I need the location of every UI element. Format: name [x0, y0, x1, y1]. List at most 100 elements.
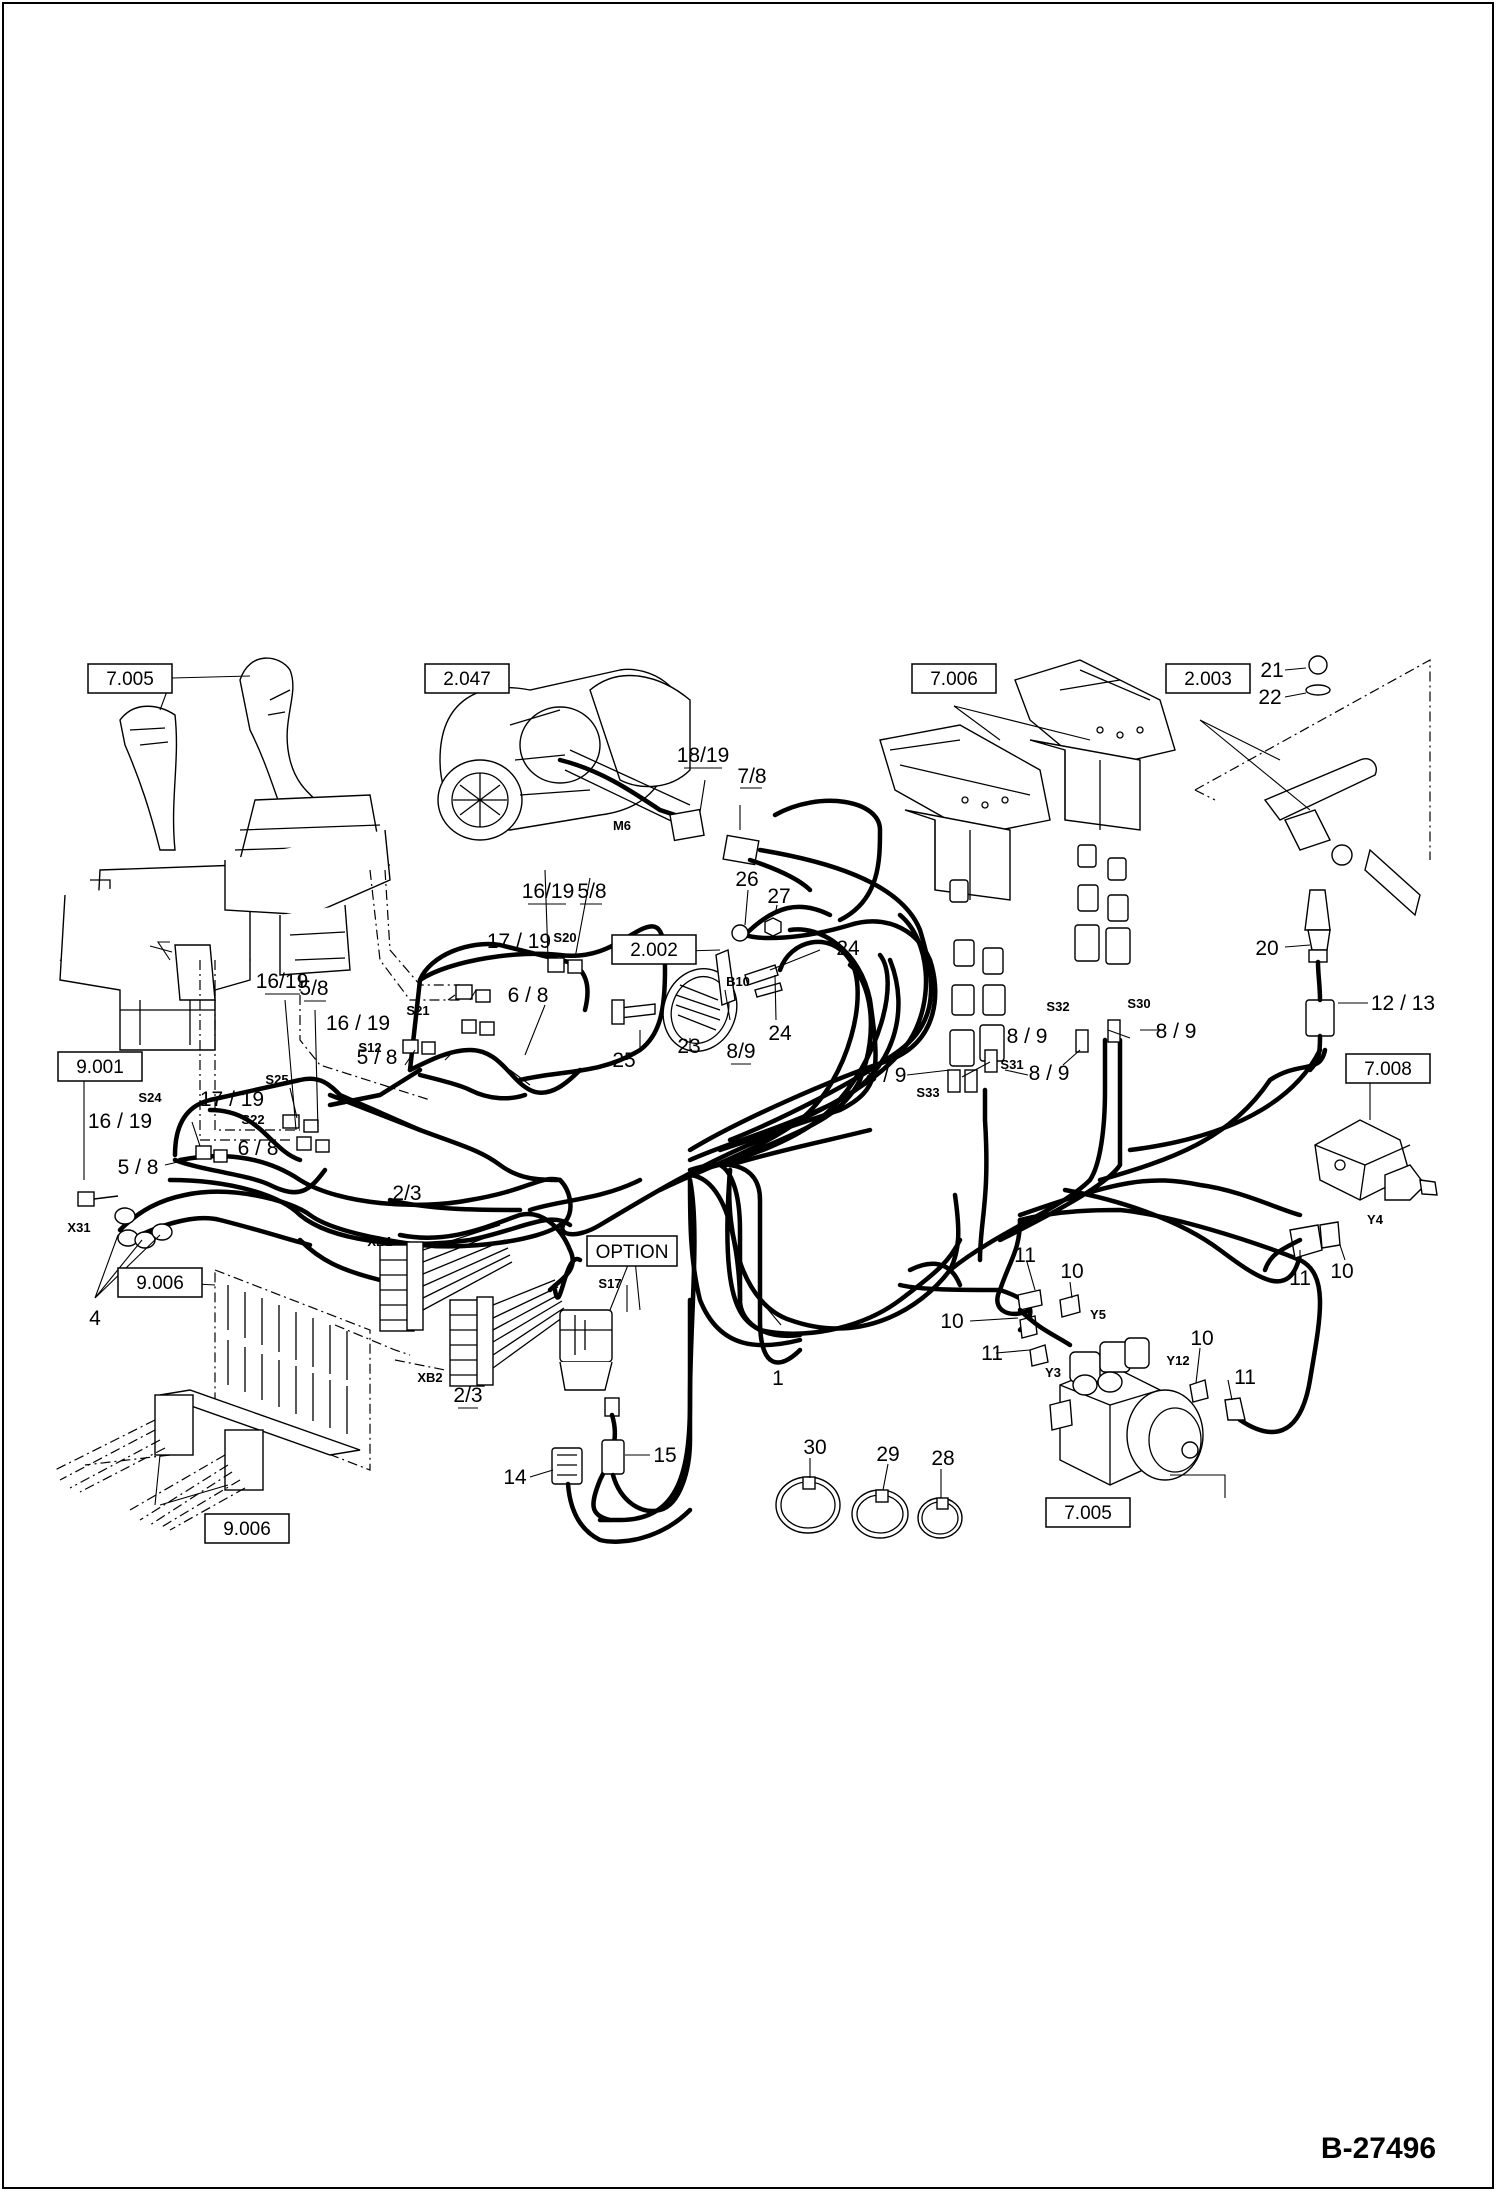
fraction-5-8-s12: 5 / 8 — [357, 1046, 398, 1069]
code-s32: S32 — [1046, 999, 1069, 1014]
leader-lines — [83, 667, 1371, 1506]
option-box: OPTION — [586, 1235, 678, 1267]
fraction-2-3-xb2: 2/3 — [453, 1384, 482, 1407]
code-s20: S20 — [553, 930, 576, 945]
label-27: 27 — [767, 885, 790, 908]
sensor-assembly — [1194, 655, 1431, 1073]
fuse-panel — [54, 1269, 371, 1531]
fraction-16-19-s20: 16/19 — [522, 880, 575, 903]
fraction-5-8-s20: 5/8 — [577, 880, 606, 903]
horn — [611, 917, 783, 1053]
svg-text:2.003: 2.003 — [1184, 669, 1232, 690]
code-m6: M6 — [613, 818, 631, 833]
fraction-16-19-s12: 16 / 19 — [326, 1012, 390, 1035]
svg-text:2.002: 2.002 — [630, 940, 678, 961]
label-24-b: 24 — [768, 1022, 792, 1045]
code-y5: Y5 — [1090, 1307, 1106, 1322]
ref-box-7008: 7.008 — [1345, 1053, 1431, 1084]
svg-text:OPTION: OPTION — [596, 1242, 669, 1263]
ground-terminals — [77, 1191, 173, 1249]
label-23: 23 — [677, 1035, 700, 1058]
code-x31: X31 — [67, 1220, 90, 1235]
wire-fraction-labels: 18/19 7/8 16/19 5/8 16/19 5/8 17 / 19 6 … — [88, 744, 1435, 1407]
code-b10: B10 — [726, 974, 750, 989]
code-y3: Y3 — [1045, 1365, 1061, 1380]
svg-text:18/19: 18/19 — [677, 744, 730, 767]
fraction-8-9-horn: 8/9 — [726, 1040, 755, 1063]
code-xb1: XB1 — [367, 1234, 392, 1249]
label-10-a: 10 — [1060, 1260, 1083, 1283]
fraction-5-8-s24: 5 / 8 — [118, 1156, 159, 1179]
svg-text:7.005: 7.005 — [106, 669, 154, 690]
label-29: 29 — [876, 1443, 899, 1466]
fraction-8-9-s33: 8 / 9 — [866, 1064, 907, 1087]
ref-box-9006-top: 9.006 — [117, 1267, 203, 1298]
label-25: 25 — [612, 1049, 635, 1072]
fraction-7-8: 7/8 — [737, 765, 766, 788]
ref-box-2047: 2.047 — [424, 663, 510, 694]
label-30: 30 — [803, 1436, 826, 1459]
fraction-8-9-s32: 8 / 9 — [1007, 1025, 1048, 1048]
drawing-reference: B-27496 — [1321, 2132, 1436, 2165]
blower-motor — [437, 668, 813, 893]
label-10-d: 10 — [1330, 1260, 1353, 1283]
label-15: 15 — [653, 1444, 676, 1467]
code-s17: S17 — [598, 1276, 621, 1291]
ref-box-2002: 2.002 — [611, 934, 697, 965]
code-s25: S25 — [265, 1072, 288, 1087]
pedal-assembly — [879, 659, 1176, 901]
fraction-8-9-s30: 8 / 9 — [1156, 1020, 1197, 1043]
connector-blocks — [334, 1224, 567, 1387]
center-harness-loops — [687, 798, 938, 1163]
svg-text:7.005: 7.005 — [1064, 1503, 1112, 1524]
joystick-left — [59, 705, 300, 1141]
code-s30: S30 — [1127, 996, 1150, 1011]
code-s12: S12 — [358, 1040, 381, 1055]
ref-box-7005-bottom: 7.005 — [1045, 1497, 1131, 1528]
fraction-6-8-s21: 6 / 8 — [508, 984, 549, 1007]
option-switch — [551, 1297, 693, 1544]
label-10-b: 10 — [940, 1310, 963, 1333]
fraction-bars — [265, 767, 762, 1409]
component-code-labels: M6 S20 S21 S12 S25 S22 S24 X31 XB1 XB2 S… — [67, 818, 1383, 1385]
svg-text:7/8: 7/8 — [737, 765, 766, 788]
cable-ties — [775, 1476, 963, 1539]
fraction-18-19: 18/19 — [677, 744, 730, 767]
ref-box-9006-bottom: 9.006 — [204, 1513, 290, 1544]
label-28: 28 — [931, 1447, 954, 1470]
svg-text:2.047: 2.047 — [443, 669, 491, 690]
label-14: 14 — [503, 1466, 527, 1489]
ref-box-2003: 2.003 — [1165, 663, 1251, 694]
label-20: 20 — [1255, 937, 1278, 960]
fraction-5-8-s25: 5/8 — [299, 977, 328, 1000]
code-y12: Y12 — [1166, 1353, 1189, 1368]
label-24-a: 24 — [836, 937, 860, 960]
label-21: 21 — [1260, 659, 1283, 682]
code-s24: S24 — [138, 1090, 162, 1105]
label-26: 26 — [735, 868, 758, 891]
label-22: 22 — [1258, 686, 1281, 709]
fraction-2-3-xb1: 2/3 — [392, 1182, 421, 1205]
code-s31: S31 — [1000, 1057, 1023, 1072]
label-10-c: 10 — [1190, 1327, 1213, 1350]
svg-text:9.006: 9.006 — [136, 1273, 184, 1294]
fraction-6-8-s22: 6 / 8 — [238, 1137, 279, 1160]
reference-boxes: 7.005 2.047 7.006 2.003 9.001 2.002 7.00… — [57, 663, 1431, 1544]
fraction-17-19-s22: 17 / 19 — [200, 1088, 264, 1111]
svg-text:9.006: 9.006 — [223, 1519, 271, 1540]
ref-box-9001: 9.001 — [57, 1051, 143, 1082]
code-xb2: XB2 — [417, 1370, 442, 1385]
svg-text:7.008: 7.008 — [1364, 1059, 1412, 1080]
fraction-16-19-s24: 16 / 19 — [88, 1110, 152, 1133]
code-s22: S22 — [241, 1112, 264, 1127]
svg-text:9.001: 9.001 — [76, 1057, 124, 1078]
label-11-d: 11 — [1289, 1267, 1311, 1290]
fraction-17-19-s21: 17 / 19 — [487, 930, 551, 953]
fraction-12-13: 12 / 13 — [1371, 992, 1435, 1015]
label-11-b: 11 — [981, 1342, 1003, 1365]
joystick-right — [224, 657, 460, 1101]
valve-block-7008 — [1262, 1119, 1438, 1273]
label-11-a: 11 — [1014, 1244, 1036, 1267]
